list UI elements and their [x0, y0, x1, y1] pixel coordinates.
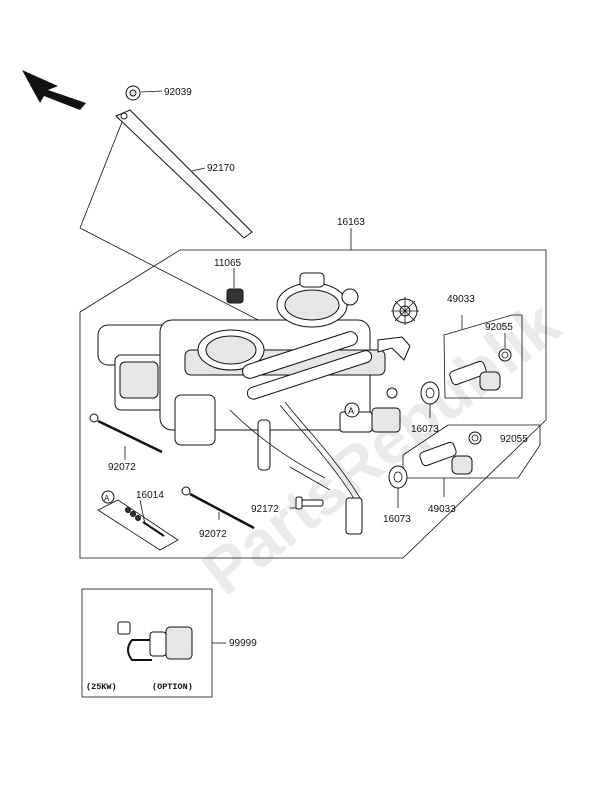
ref-a-body: A: [348, 406, 354, 416]
part-number-16073-top: 16073: [411, 424, 439, 435]
part-number-92072-left: 92072: [108, 462, 136, 473]
throttle-body-assembly-outline: [79, 228, 547, 559]
throttle-body: [97, 272, 411, 535]
cable-tie-92072-left: [89, 413, 163, 460]
part-number-16073-bottom: 16073: [383, 514, 411, 525]
strap-92170: [79, 109, 269, 326]
cable-tie-92072-bottom: [181, 486, 255, 530]
screw-92172: [289, 466, 331, 510]
gear-icon: [391, 297, 419, 325]
ref-a-kit: A: [104, 494, 110, 503]
part-number-92172: 92172: [251, 504, 279, 515]
option-box: [81, 588, 226, 698]
part-number-16163: 16163: [337, 217, 365, 228]
part-number-99999: 99999: [229, 638, 257, 649]
option-variant-left: (25KW): [86, 682, 117, 692]
seal-16073-top: [420, 381, 440, 418]
sensor-49033-bottom-group: [402, 424, 541, 497]
ref-a-body-marker: A: [344, 402, 360, 418]
bolt-92039: [125, 85, 163, 101]
part-number-92170: 92170: [207, 163, 235, 174]
sensor-49033-top-group: [443, 314, 523, 399]
part-number-92055-top: 92055: [485, 322, 513, 333]
kit-16014: A: [97, 490, 179, 551]
part-number-92055-bottom: 92055: [500, 434, 528, 445]
part-number-11065: 11065: [214, 258, 242, 269]
option-variant-right: (OPTION): [152, 682, 193, 692]
cap-11065: [226, 268, 244, 304]
seal-16073-bottom: [388, 465, 408, 508]
part-number-49033-bottom: 49033: [428, 504, 456, 515]
part-number-92072-bottom: 92072: [199, 529, 227, 540]
part-number-49033-top: 49033: [447, 294, 475, 305]
front-direction-arrow-icon: [22, 70, 86, 110]
part-number-92039: 92039: [164, 87, 192, 98]
part-number-16014: 16014: [136, 490, 164, 501]
